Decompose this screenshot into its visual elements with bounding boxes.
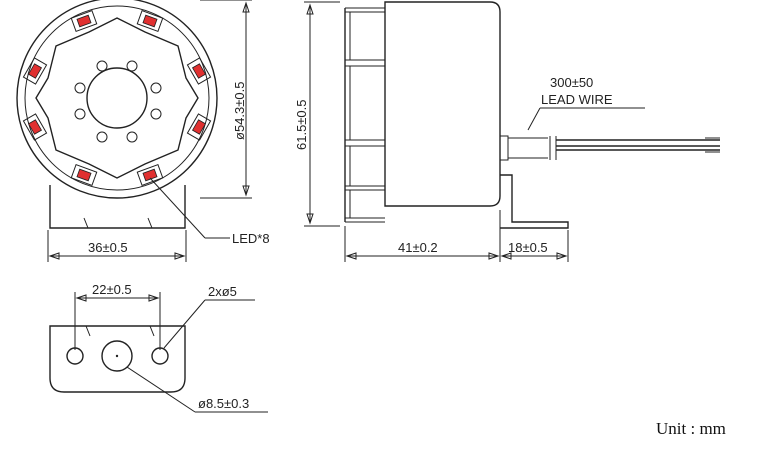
led-callout: LED*8 <box>232 231 270 246</box>
mount-holes-callout: 2xø5 <box>208 284 237 299</box>
center-hole <box>101 340 133 372</box>
led-marker <box>191 119 207 135</box>
bracket-depth-dimension: 18±0.5 <box>508 240 548 255</box>
height-dimension: 61.5±0.5 <box>294 99 309 150</box>
bracket-plate <box>49 325 186 393</box>
led-marker <box>76 168 92 182</box>
lead-length-label: 300±50 <box>550 75 593 90</box>
mount-hole-left <box>66 347 84 365</box>
front-view: ø54.3±0.5 36±0.5 LED*8 <box>16 0 270 262</box>
diameter-dimension: ø54.3±0.5 <box>232 82 247 140</box>
inner-star <box>35 17 199 179</box>
led-marker <box>76 14 92 28</box>
hole-spacing-dimension: 22±0.5 <box>92 282 132 297</box>
bracket-width-dimension: 36±0.5 <box>88 240 128 255</box>
led-marker <box>27 119 43 135</box>
center-hole-callout: ø8.5±0.3 <box>198 396 249 411</box>
led-marker <box>142 14 158 28</box>
led-marker <box>27 63 43 79</box>
mount-hole-right <box>151 347 169 365</box>
led-array <box>22 10 212 186</box>
bracket-view: 22±0.5 2xø5 ø8.5±0.3 <box>49 282 268 413</box>
side-view: 61.5±0.5 300±50 LEAD WIRE 41±0.2 18±0.5 <box>294 1 720 262</box>
led-marker <box>191 63 207 79</box>
unit-label: Unit : mm <box>656 419 726 438</box>
lead-wire-label: LEAD WIRE <box>541 92 613 107</box>
led-marker <box>142 168 158 182</box>
bolt-holes <box>74 60 162 143</box>
center-bore <box>86 67 148 129</box>
body-depth-dimension: 41±0.2 <box>398 240 438 255</box>
housing <box>384 1 501 207</box>
